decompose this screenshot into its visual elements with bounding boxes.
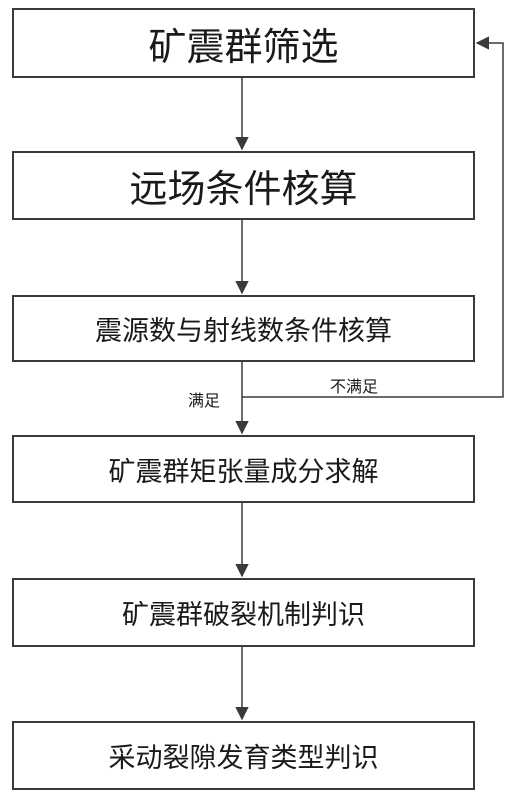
branch-label-satisfied: 满足 bbox=[188, 391, 221, 410]
step-box-3: 震源数与射线数条件核算 bbox=[12, 295, 475, 362]
step-box-4: 矿震群矩张量成分求解 bbox=[12, 435, 475, 503]
step-box-5: 矿震群破裂机制判识 bbox=[12, 578, 475, 647]
step-label-4: 矿震群矩张量成分求解 bbox=[108, 456, 379, 488]
branch-label-not-satisfied: 不满足 bbox=[330, 377, 379, 396]
step-label-3: 震源数与射线数条件核算 bbox=[95, 316, 392, 347]
step-label-5: 矿震群破裂机制判识 bbox=[122, 600, 365, 631]
step-label-2: 远场条件核算 bbox=[129, 167, 358, 211]
step-box-6: 采动裂隙发育类型判识 bbox=[12, 721, 475, 790]
step-label-6: 采动裂隙发育类型判识 bbox=[108, 743, 379, 774]
step-box-2: 远场条件核算 bbox=[12, 151, 475, 220]
step-label-1: 矿震群筛选 bbox=[148, 24, 339, 69]
feedback-loop-arrow bbox=[242, 36, 504, 398]
step-box-1: 矿震群筛选 bbox=[12, 8, 475, 78]
